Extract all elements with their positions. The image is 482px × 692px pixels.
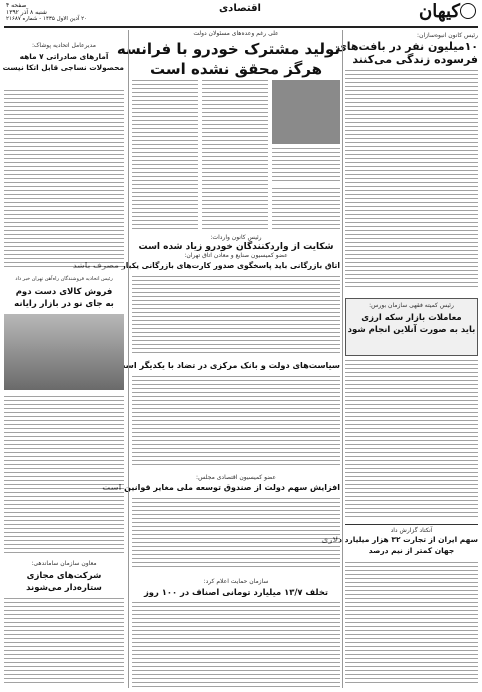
- main-body-col3: [272, 188, 340, 230]
- main-headline-line1: تولید مشترک خودرو با فرانسه: [116, 40, 340, 58]
- main-kicker: علی رغم وعده‌های مسئولان دولت: [193, 30, 279, 37]
- virtual-kicker: معاون سازمان ساماندهی:: [31, 560, 97, 567]
- textile-headline-line1: آمارهای صادراتی ۷ ماهه: [19, 52, 109, 61]
- fund-headline: افزایش سهم دولت از صندوق توسعه ملی مغایر…: [102, 483, 340, 492]
- masthead-rule: [4, 26, 478, 28]
- section-title: اقتصادی: [219, 3, 261, 14]
- side-news-column: مدیرعامل اتحادیه پوشاک: آمارهای صادراتی …: [2, 30, 124, 690]
- textile-kicker: مدیرعامل اتحادیه پوشاک:: [32, 42, 96, 49]
- policy-body: [132, 376, 340, 466]
- policy-headline: سیاست‌های دولت و بانک مرکزی در تضاد با ی…: [117, 360, 340, 370]
- main-photo: [272, 80, 340, 144]
- bourse-box: رئیس کمیته فقهی سازمان بورس: معاملات باز…: [345, 298, 478, 356]
- logo-seal-icon: [460, 3, 476, 19]
- masthead-date-block: صفحه ۴ شنبه ۸ آذر ۱۳۹۲ ۲۰ آدین الاول ۱۴۳…: [6, 2, 116, 22]
- story-fund: عضو کمیسیون اقتصادی مجلس: افزایش سهم دول…: [102, 474, 340, 574]
- virtual-headline-line1: شرکت‌های مجازی: [26, 571, 102, 581]
- textile-body: [4, 90, 124, 270]
- story-guilds: سازمان حمایت اعلام کرد: تخلف ۱۳/۷ میلیار…: [132, 578, 340, 690]
- page-number: صفحه ۴: [6, 2, 27, 9]
- newspaper-logo: کیهان: [412, 1, 476, 25]
- main-photo-caption: [272, 148, 340, 184]
- guilds-headline: تخلف ۱۳/۷ میلیارد تومانی اصناف در ۱۰۰ رو…: [143, 587, 329, 597]
- virtual-headline: شرکت‌های مجازی ستاره‌دار می‌شوند: [4, 570, 124, 594]
- bourse-body-text: [345, 360, 478, 520]
- importers-headline: شکایت از واردکنندگان خودرو زیاد شده است: [138, 242, 334, 252]
- lead-headline: ۱۰میلیون نفر در بافت‌های فرسوده زندگی می…: [336, 40, 478, 66]
- chamber-body: [132, 276, 340, 356]
- lead-kicker: رئیس کانون انبوه‌سازان:: [417, 32, 478, 39]
- unctad-headline-line2: جهان کمتر از نیم درصد: [368, 546, 455, 555]
- lead-headline-line1: ۱۰میلیون نفر در بافت‌های: [336, 40, 478, 53]
- bourse-headline-line2: باید به صورت آنلاین انجام شود: [347, 325, 476, 335]
- fund-body: [132, 498, 340, 570]
- unctad-box: آنکتاد گزارش داد سهم ایران از تجارت ۳۲ ه…: [321, 524, 478, 559]
- guilds-kicker: سازمان حمایت اعلام کرد:: [203, 578, 269, 585]
- virtual-body: [4, 598, 124, 686]
- chamber-kicker: عضو کمیسیون صنایع و معادن اتاق تهران:: [184, 252, 288, 259]
- computer-headline: فروش کالای دست دوم به جای نو در بازار را…: [4, 286, 124, 310]
- issue-date: شنبه ۸ آذر ۱۳۹۲: [6, 9, 47, 16]
- textile-headline-line2: محصولات نساجی قابل اتکا نیست: [2, 63, 124, 72]
- issue-date-lunar: ۲۰ آدین الاول ۱۴۳۵ - شماره ۲۱۶۸۷: [6, 16, 88, 22]
- bourse-headline-line1: معاملات بازار سکه ارزی: [361, 313, 462, 323]
- computer-photo: [4, 314, 124, 390]
- textile-headline: آمارهای صادراتی ۷ ماهه محصولات نساجی قاب…: [2, 51, 124, 73]
- bourse-headline: معاملات بازار سکه ارزی باید به صورت آنلا…: [346, 312, 477, 336]
- lead-headline-line2: فرسوده زندگی می‌کنند: [352, 53, 478, 66]
- fund-kicker: عضو کمیسیون اقتصادی مجلس:: [196, 474, 276, 481]
- main-body-col2: [202, 80, 268, 230]
- unctad-headline: سهم ایران از تجارت ۳۲ هزار میلیارد دلاری…: [321, 534, 478, 556]
- chamber-headline: اتاق بازرگانی باید پاسخگوی صدور کارت‌های…: [72, 261, 340, 270]
- story-chamber: عضو کمیسیون صنایع و معادن اتاق تهران: ات…: [72, 248, 340, 358]
- left-news-column: رئیس کانون انبوه‌سازان: ۱۰میلیون نفر در …: [321, 30, 478, 690]
- story-policy: سیاست‌های دولت و بانک مرکزی در تضاد با ی…: [117, 360, 340, 470]
- computer-body: [4, 396, 124, 556]
- main-story: علی رغم وعده‌های مسئولان دولت تولید مشتر…: [116, 28, 340, 288]
- main-headline: تولید مشترک خودرو با فرانسه هرگز محقق نش…: [116, 39, 340, 79]
- computer-headline-line2: به جای نو در بازار رایانه: [14, 299, 114, 309]
- column-divider: [342, 30, 343, 688]
- main-body-col1: [132, 80, 198, 230]
- masthead: صفحه ۴ شنبه ۸ آذر ۱۳۹۲ ۲۰ آدین الاول ۱۴۳…: [0, 0, 482, 28]
- lead-body-text: [345, 70, 478, 290]
- unctad-headline-line1: سهم ایران از تجارت ۳۲ هزار میلیارد دلاری: [321, 535, 478, 544]
- logo-text: کیهان: [418, 1, 460, 22]
- importers-kicker: رئیس کانون واردات:: [210, 234, 262, 241]
- computer-headline-line1: فروش کالای دست دوم: [15, 287, 113, 297]
- computer-kicker: رئیس اتحادیه فروشندگان راه‌آهن تهران خبر…: [15, 276, 113, 282]
- virtual-headline-line2: ستاره‌دار می‌شوند: [26, 583, 102, 593]
- unctad-body-text: [345, 562, 478, 686]
- bourse-kicker: رئیس کمیته فقهی سازمان بورس:: [369, 302, 454, 309]
- unctad-kicker: آنکتاد گزارش داد: [390, 527, 433, 534]
- guilds-body: [132, 602, 340, 688]
- column-divider: [128, 30, 129, 688]
- main-headline-line2: هرگز محقق نشده است: [149, 60, 323, 78]
- story-importers: رئیس کانون واردات: شکایت از واردکنندگان …: [132, 234, 340, 284]
